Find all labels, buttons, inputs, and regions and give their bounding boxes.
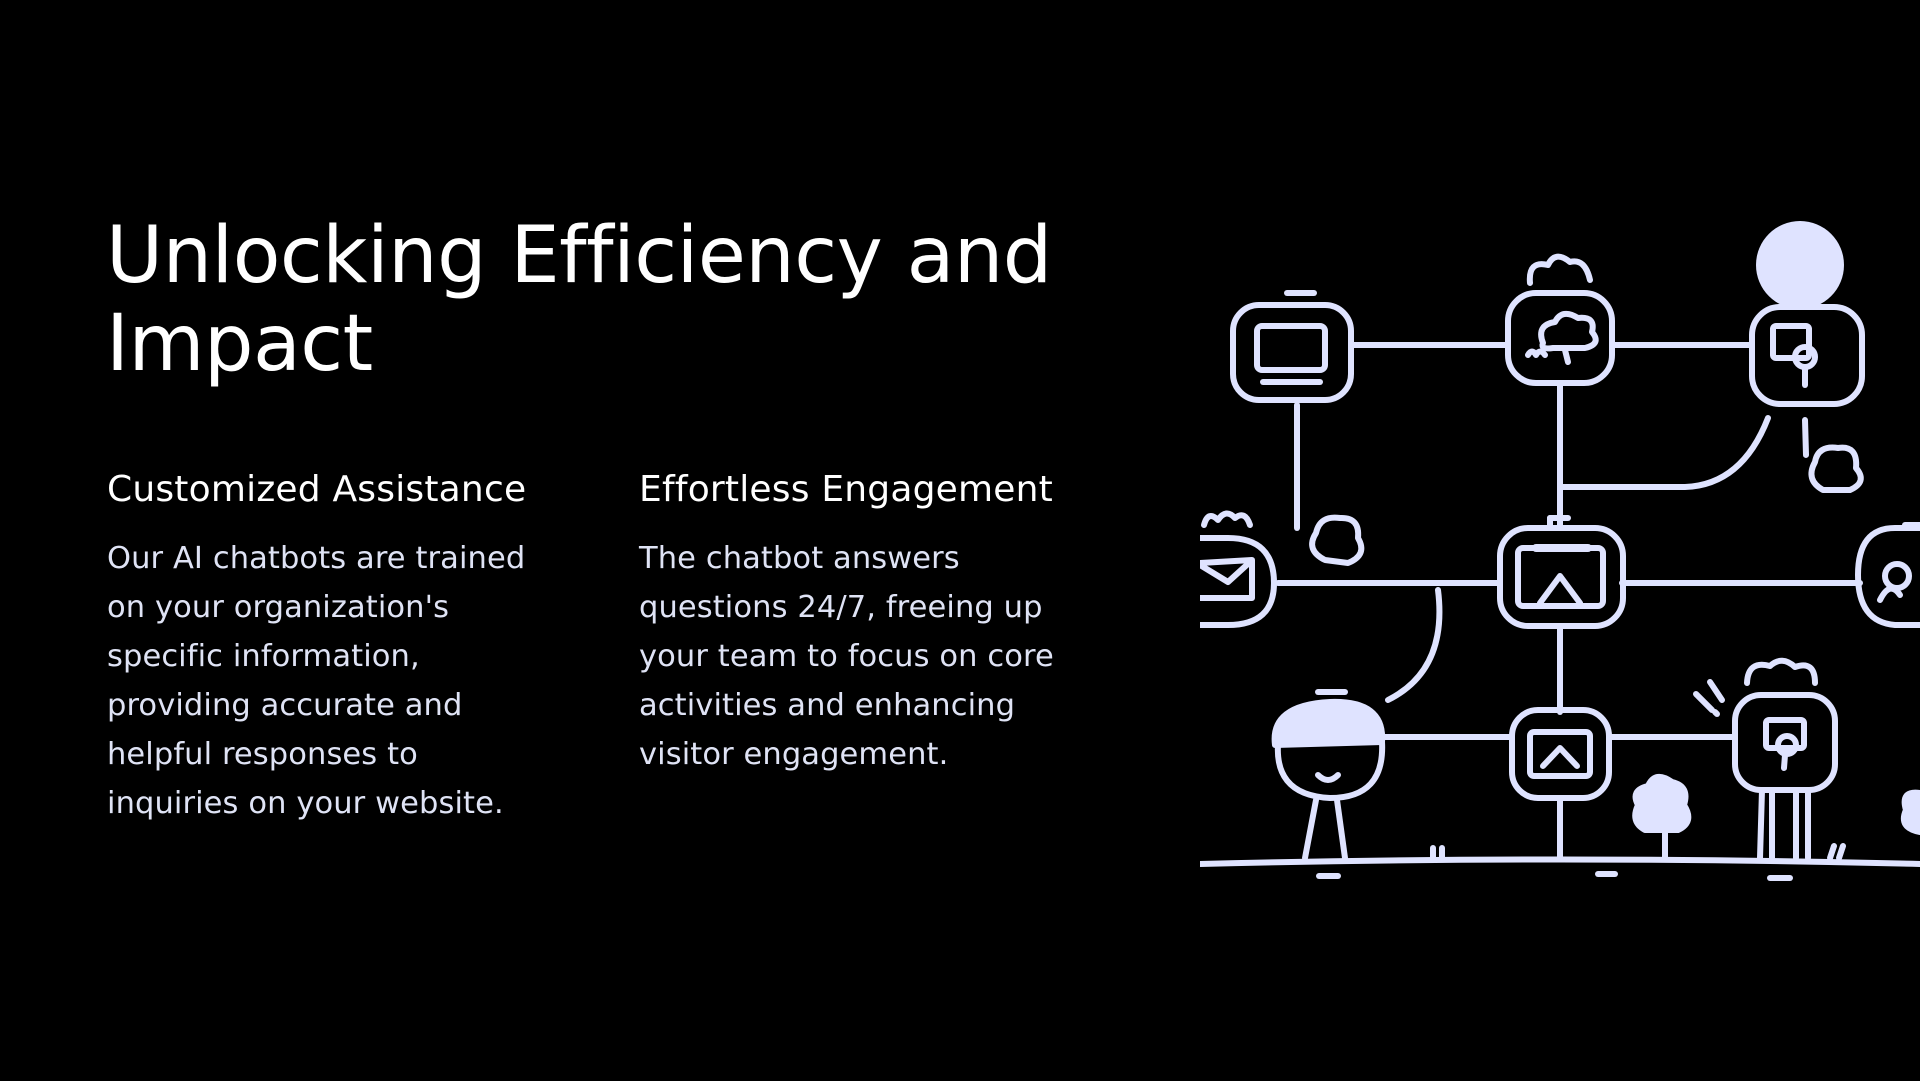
tree-icon bbox=[1900, 789, 1920, 835]
computer-icon bbox=[1230, 290, 1354, 403]
mail-icon bbox=[1200, 510, 1277, 628]
feature-column-customized-assistance: Customized Assistance Our AI chatbots ar… bbox=[107, 466, 577, 828]
search-icon bbox=[1693, 657, 1838, 861]
feature-heading: Effortless Engagement bbox=[639, 469, 1053, 510]
feature-body: The chatbot answers questions 24/7, free… bbox=[639, 541, 1054, 772]
feature-body: Our AI chatbots are trained on your orga… bbox=[107, 541, 526, 821]
app-window-icon bbox=[1497, 515, 1626, 629]
cloud-icon bbox=[1309, 514, 1365, 566]
slide-title: Unlocking Efficiency and Impact bbox=[106, 211, 1052, 389]
profile-icon bbox=[1749, 221, 1865, 407]
robot-character bbox=[1271, 689, 1386, 861]
network-lines bbox=[1200, 342, 1920, 881]
cloud-icon bbox=[1505, 253, 1615, 386]
chevron-up-icon bbox=[1509, 707, 1612, 801]
network-illustration bbox=[1200, 200, 1920, 900]
tree-icon bbox=[1632, 773, 1692, 861]
feature-heading: Customized Assistance bbox=[107, 469, 527, 510]
cloud-icon bbox=[1808, 444, 1864, 493]
feature-column-effortless-engagement: Effortless Engagement The chatbot answer… bbox=[639, 466, 1109, 779]
user-icon bbox=[1855, 522, 1920, 628]
